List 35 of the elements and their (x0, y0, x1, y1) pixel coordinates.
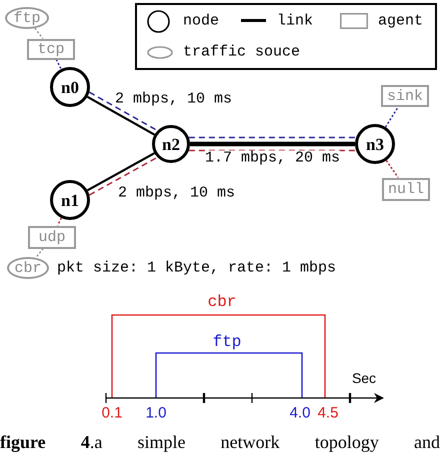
edge-label: 1.7 mbps, 20 ms (205, 150, 340, 166)
edge-label: 2 mbps, 10 ms (118, 186, 236, 200)
node-circle: n3 (355, 124, 395, 164)
legend-label: link (277, 14, 314, 28)
agent-box: tcp (27, 38, 75, 60)
node-circle: n0 (50, 67, 90, 107)
tick-label: 1.0 (146, 406, 166, 420)
dashed-line (188, 136, 356, 138)
dashed-line (384, 106, 399, 128)
dashed-line (35, 248, 44, 258)
legend-label: agent (378, 14, 424, 28)
agent-box: udp (28, 226, 76, 248)
figure-caption: figure 4.a simple network topology and (0, 433, 440, 453)
tick-label: 0.1 (102, 406, 122, 420)
axis-title: Sec (352, 371, 376, 385)
legend-label: traffic souce (183, 44, 300, 60)
dashed-line (188, 150, 356, 152)
legend-label: node (183, 14, 220, 28)
dashed-line (56, 218, 62, 226)
agent-box: sink (381, 85, 429, 107)
edge-label: 2 mbps, 10 ms (115, 92, 232, 106)
thick-line (190, 142, 355, 146)
source-ellipse: ftp (5, 7, 49, 29)
interval-label: ftp (212, 334, 242, 350)
dashed-line (386, 160, 399, 178)
interval-label: cbr (208, 294, 236, 310)
tick-label: 4.0 (290, 406, 310, 420)
node-circle: n1 (50, 180, 90, 220)
agent-box: null (382, 178, 430, 200)
dashed-line (34, 28, 44, 39)
dashed-line (56, 59, 62, 70)
tick-label: 4.5 (318, 406, 338, 420)
node-circle: n2 (152, 125, 190, 163)
note-text: pkt size: 1 kByte, rate: 1 mbps (57, 260, 336, 276)
source-ellipse: cbr (7, 257, 49, 279)
